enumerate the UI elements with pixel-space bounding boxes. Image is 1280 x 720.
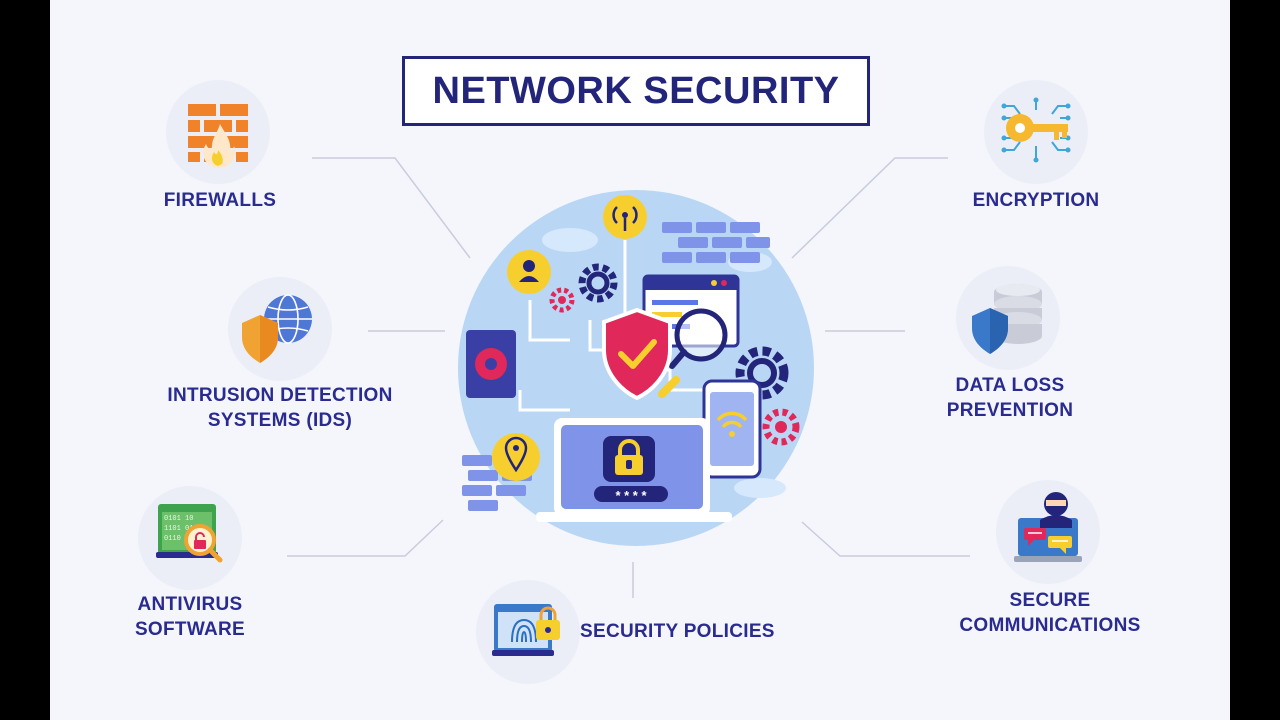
- network-security-hub-illustration: * * * *: [458, 190, 814, 546]
- title-box: NETWORK SECURITY: [402, 56, 870, 126]
- location-badge-icon: [492, 433, 540, 481]
- firewall-icon: [166, 80, 270, 184]
- password-mask: * * * *: [615, 488, 647, 503]
- label-policies: SECURITY POLICIES: [580, 621, 775, 642]
- hacker-laptop-icon: [996, 480, 1100, 584]
- svg-text:0101 10: 0101 10: [164, 515, 193, 523]
- connector-antivirus: [287, 519, 444, 557]
- gear-icon-dark: [578, 263, 618, 303]
- phone-wifi-icon: [702, 379, 762, 479]
- diagram-panel: NETWORK SECURITY: [50, 0, 1230, 720]
- circuit-key-icon: [984, 80, 1088, 184]
- label-dlp-line1: DATA LOSS: [955, 375, 1065, 396]
- label-dlp: DATA LOSS PREVENTION: [920, 373, 1100, 423]
- gear-icon-red: [762, 408, 800, 446]
- brick-wall-top: [662, 222, 770, 263]
- label-secure-comms-line1: SECURE: [1009, 590, 1091, 611]
- label-ids-line2: SYSTEMS (IDS): [207, 410, 353, 431]
- svg-text:0110 11: 0110 11: [164, 535, 193, 543]
- label-encryption: ENCRYPTION: [972, 190, 1100, 211]
- label-secure-comms-line2: COMMUNICATIONS: [959, 615, 1141, 636]
- gear-icon-dark-large: [735, 346, 789, 400]
- shield-globe-icon: [228, 277, 332, 381]
- connector-encryption: [791, 157, 948, 259]
- fingerprint-lock-icon: [476, 580, 580, 684]
- label-dlp-line2: PREVENTION: [946, 400, 1074, 421]
- page-title: NETWORK SECURITY: [432, 69, 840, 112]
- connector-firewalls: [312, 157, 471, 259]
- label-antivirus-line2: SOFTWARE: [134, 619, 246, 640]
- connector-lines: [287, 157, 970, 598]
- label-ids-line1: INTRUSION DETECTION: [167, 385, 393, 406]
- label-firewalls: FIREWALLS: [163, 190, 277, 211]
- label-antivirus-line1: ANTIVIRUS: [137, 594, 243, 615]
- laptop-lock-icon: [536, 418, 732, 522]
- label-ids: INTRUSION DETECTION SYSTEMS (IDS): [130, 383, 430, 433]
- label-secure-comms: SECURE COMMUNICATIONS: [930, 588, 1170, 638]
- database-shield-icon: [956, 266, 1060, 370]
- gear-icon-red-small: [549, 287, 575, 313]
- magnifier-icon: [658, 308, 728, 398]
- antivirus-scan-icon: 0101 10 1101 01 0110 11: [138, 486, 242, 590]
- label-antivirus: ANTIVIRUS SOFTWARE: [110, 592, 270, 642]
- shield-check-icon: [602, 307, 672, 401]
- svg-text:1101 01: 1101 01: [164, 525, 193, 533]
- connector-secure-comms: [801, 521, 970, 557]
